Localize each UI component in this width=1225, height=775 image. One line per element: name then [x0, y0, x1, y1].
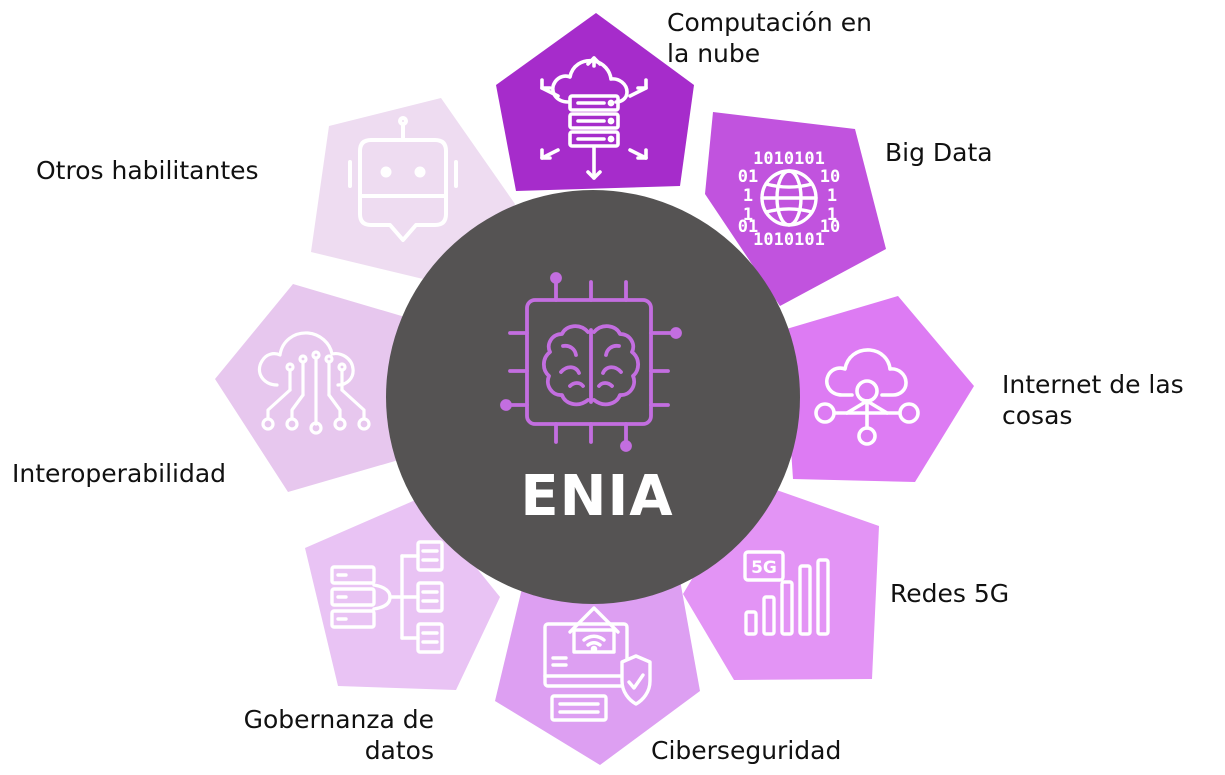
petal-cybersecurity: [495, 580, 700, 765]
label-line: Redes 5G: [890, 579, 1010, 608]
binary-right-2: 1: [827, 186, 837, 206]
binary-right-4: 10: [820, 217, 840, 237]
center-circle: [386, 190, 800, 604]
label-internet-of-things: Internet de las cosas: [1002, 369, 1184, 431]
cloud-server-icon: [540, 56, 648, 180]
petal-internet-of-things: [783, 296, 974, 482]
server-data-tree-icon: [330, 540, 444, 654]
binary-right-1: 10: [820, 167, 840, 187]
label-line: Computación en: [667, 8, 872, 37]
binary-left-3: 1: [743, 205, 753, 225]
label-line: datos: [364, 736, 434, 765]
binary-row-bottom: 1010101: [753, 230, 825, 250]
cloud-circuit-icon: [257, 331, 371, 435]
ai-brain-chip-icon: [500, 272, 682, 452]
label-line: Otros habilitantes: [36, 156, 259, 185]
binary-row-top: 1010101: [753, 149, 825, 169]
binary-left-4: 01: [738, 217, 758, 237]
petal-big-data: 1010101 1010101 01 1 1 01 10 1 1 10: [705, 112, 886, 306]
center-node: [386, 190, 800, 604]
binary-left-2: 1: [743, 186, 753, 206]
label-cybersecurity: Ciberseguridad: [651, 735, 841, 766]
signal-5g-icon: [743, 550, 830, 636]
label-line: Interoperabilidad: [12, 459, 227, 488]
label-data-governance: Gobernanza de datos: [214, 704, 434, 766]
label-line: la nube: [667, 39, 761, 68]
binary-left-1: 01: [738, 167, 758, 187]
center-title: ENIA: [520, 464, 674, 529]
binary-globe-icon: [760, 169, 818, 227]
label-other-enablers: Otros habilitantes: [36, 155, 259, 186]
label-cloud-computing: Computación en la nube: [667, 7, 872, 69]
robot-chat-icon: [348, 116, 458, 242]
label-5g-networks: Redes 5G: [890, 578, 1009, 609]
label-line: Gobernanza de: [243, 705, 434, 734]
pentagon-interoperability: [215, 284, 405, 492]
petal-cloud-computing: [496, 13, 694, 191]
label-line: Big Data: [885, 138, 993, 167]
binary-digits: 1010101 1010101 01 1 1 01 10 1 1 10: [738, 149, 840, 250]
label-line: cosas: [1002, 401, 1073, 430]
binary-right-3: 1: [827, 205, 837, 225]
label-line: Ciberseguridad: [651, 736, 842, 765]
5g-label-icon: 5G: [751, 558, 777, 578]
secure-computer-shield-icon: [543, 606, 652, 722]
petal-interoperability: [215, 284, 405, 492]
label-interoperability: Interoperabilidad: [12, 458, 226, 489]
cloud-network-icon: [814, 348, 920, 446]
label-line: Internet de las: [1002, 370, 1184, 399]
label-big-data: Big Data: [885, 137, 993, 168]
